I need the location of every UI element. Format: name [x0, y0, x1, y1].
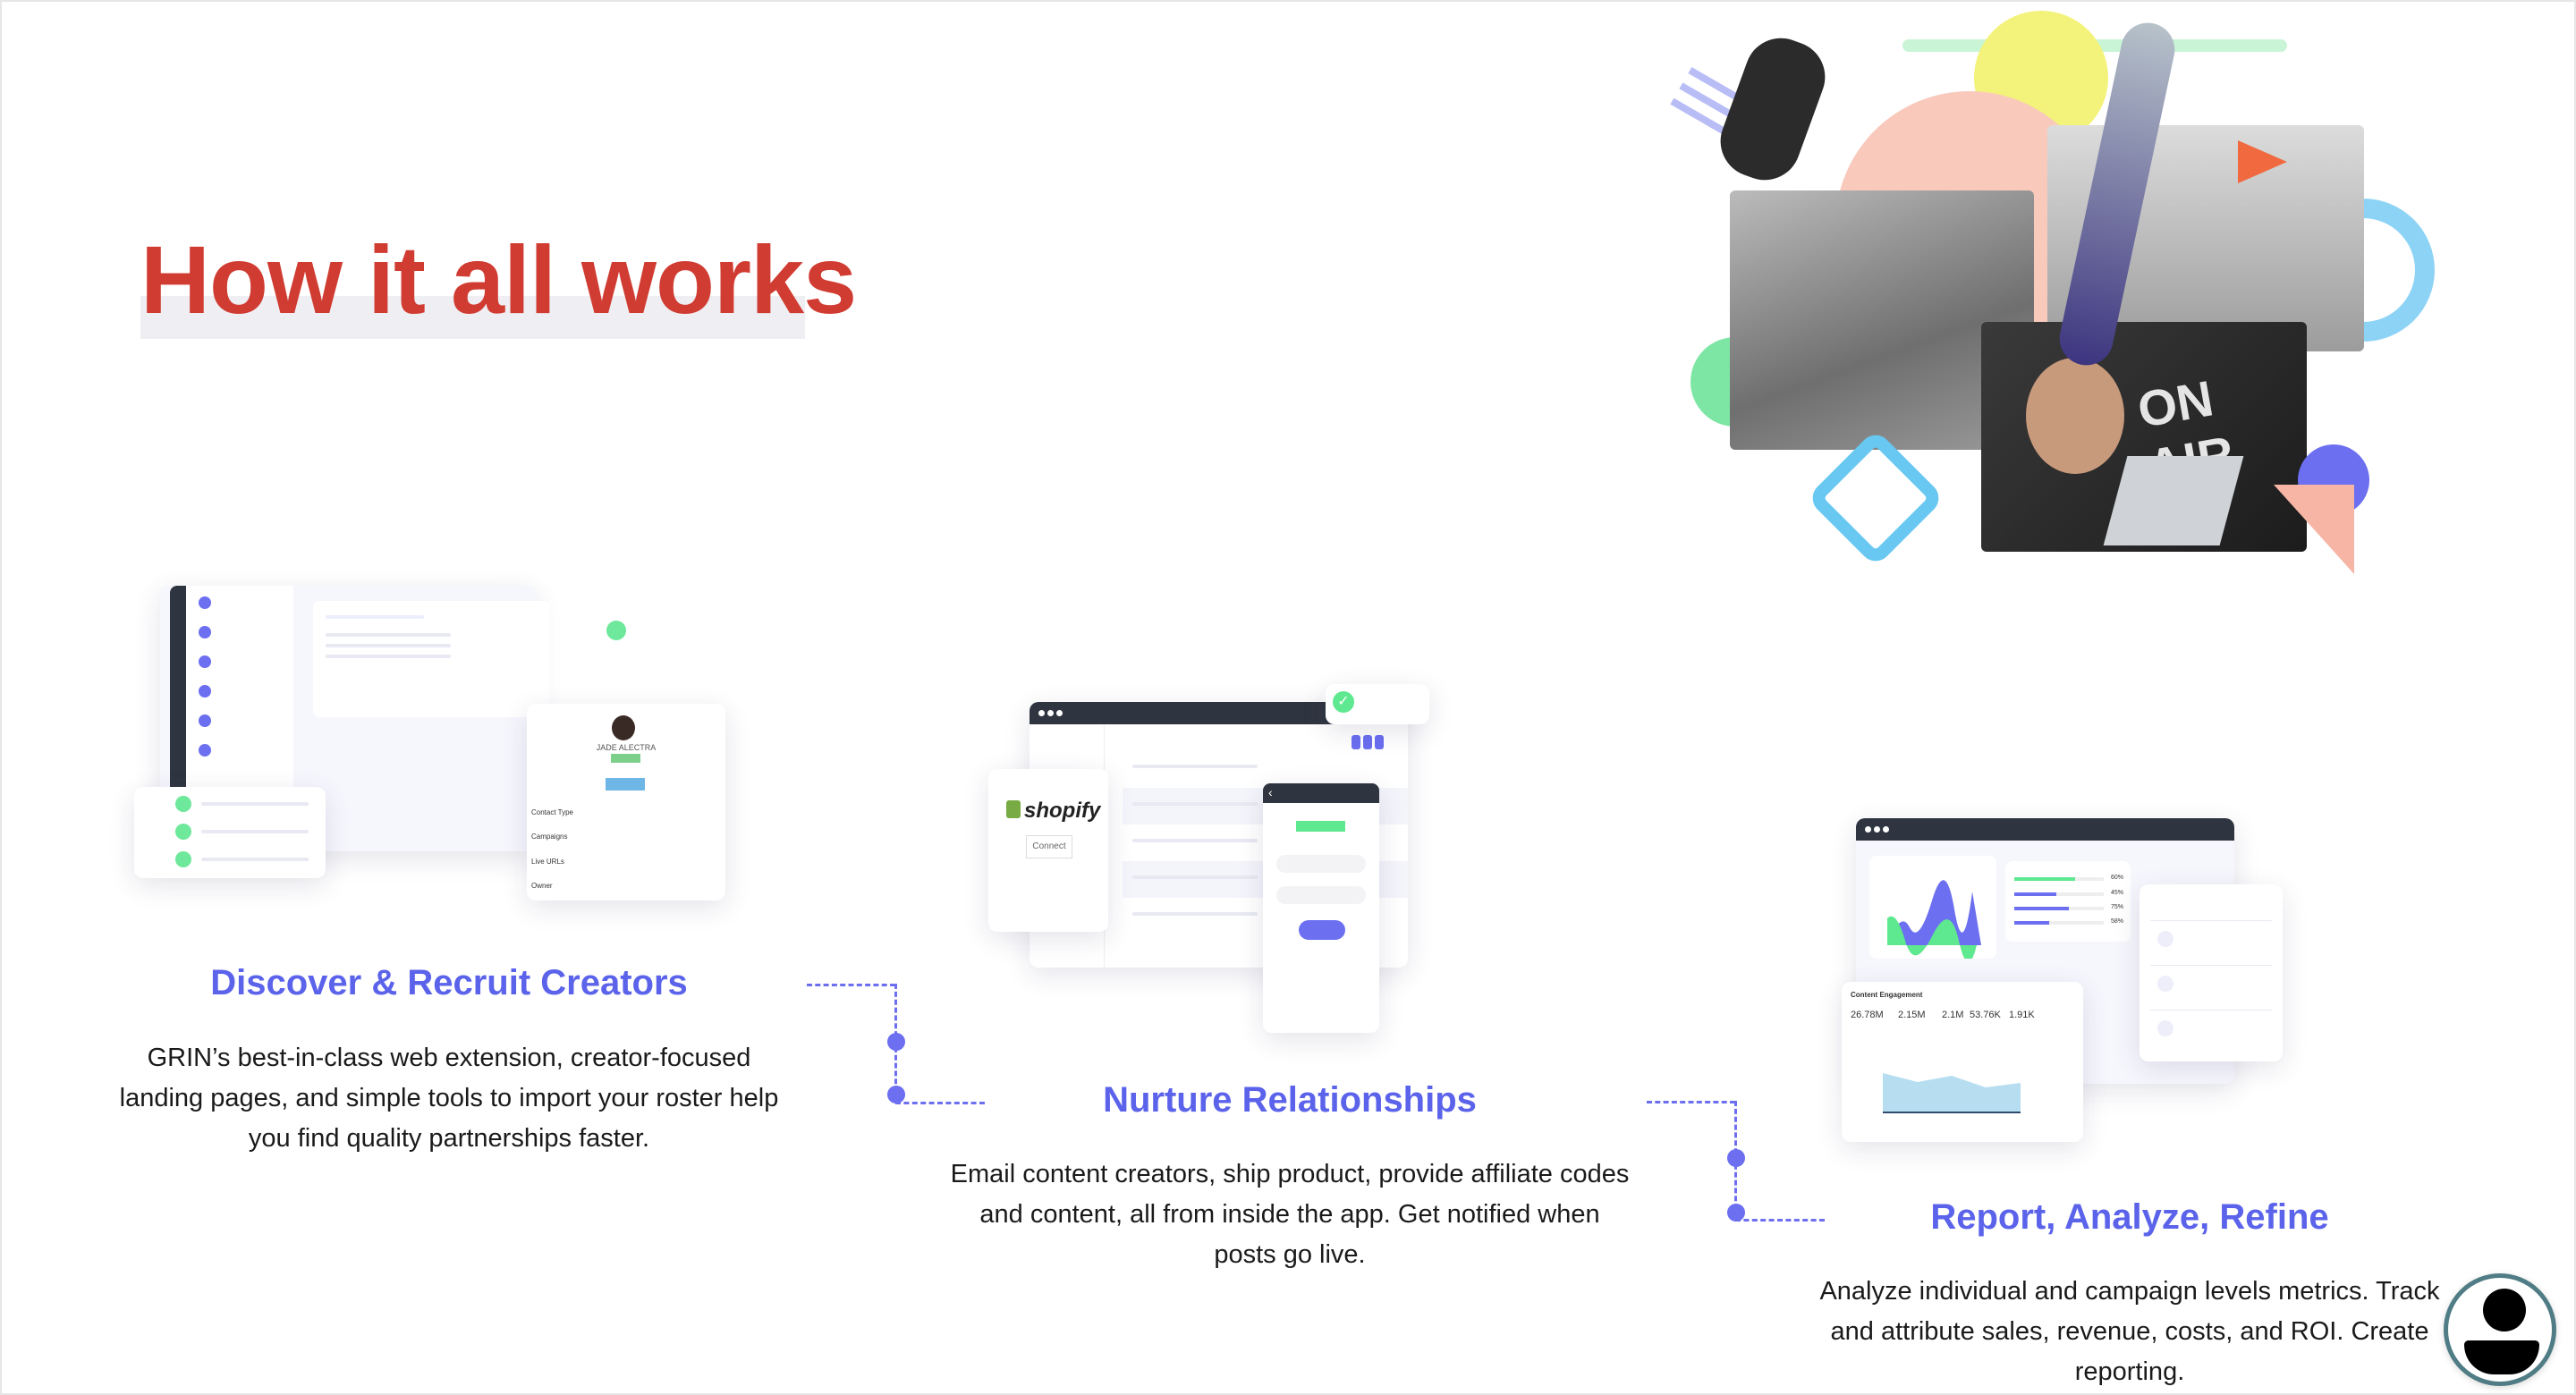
- percent-label: 75%: [2111, 904, 2124, 910]
- submit-button[interactable]: [1299, 920, 1345, 940]
- phone-card: ‹: [1263, 783, 1379, 1033]
- chat-face-smile-icon: [2464, 1340, 2539, 1374]
- profile-name: JADE ALECTRA: [596, 743, 657, 752]
- area-chart-mini: [1887, 880, 1981, 962]
- profile-avatar: [612, 715, 635, 740]
- metric-value: 2.15M: [1898, 1010, 1926, 1020]
- title-highlight: [140, 296, 805, 339]
- metric-value: 1.91K: [2009, 1010, 2035, 1020]
- back-icon[interactable]: ‹: [1268, 785, 1273, 799]
- content-engagement-card: Content Engagement 26.78M 2.15M 2.1M 53.…: [1842, 982, 2083, 1142]
- avatar-dots: [199, 596, 211, 609]
- chat-widget-button[interactable]: [2444, 1273, 2556, 1386]
- metric-value: 53.76K: [1970, 1010, 2001, 1020]
- creator-profile-card: JADE ALECTRA Contact Type Campaigns Live…: [527, 704, 725, 900]
- metric-value: 2.1M: [1942, 1010, 1964, 1020]
- shopify-card: shopify Connect: [988, 769, 1108, 932]
- percent-label: 45%: [2111, 890, 2124, 896]
- step-body-discover: GRIN’s best-in-class web extension, crea…: [119, 1044, 779, 1153]
- creator-table-card: [2140, 884, 2283, 1061]
- dark-sidebar: [170, 586, 186, 787]
- podcaster-figure: [2026, 358, 2124, 474]
- step-title-nurture: Nurture Relationships: [1103, 1080, 1477, 1120]
- connect-button[interactable]: Connect: [1026, 835, 1072, 858]
- card-title: Content Engagement: [1851, 991, 1923, 999]
- orange-play-shape: [2238, 140, 2287, 183]
- step-title-report: Report, Analyze, Refine: [1930, 1197, 2329, 1237]
- check-icon: ✓: [1333, 691, 1354, 713]
- step-body-nurture: Email content creators, ship product, pr…: [950, 1160, 1630, 1269]
- creator-dots: [175, 796, 191, 812]
- notification-card: ✓: [1326, 684, 1429, 724]
- peach-triangle-shape: [2274, 485, 2354, 574]
- metric-value: 26.78M: [1851, 1010, 1884, 1020]
- page-title: How it all works: [140, 225, 857, 334]
- shopify-logo: shopify: [1024, 799, 1101, 823]
- field-contact-type[interactable]: Contact Type: [531, 808, 573, 816]
- percent-label: 60%: [2111, 875, 2124, 881]
- percent-label: 58%: [2111, 918, 2124, 925]
- shopify-bag-icon: [1006, 800, 1021, 818]
- field-campaigns[interactable]: Campaigns: [531, 833, 568, 841]
- field-owner[interactable]: Owner: [531, 882, 553, 890]
- view-button[interactable]: [606, 778, 645, 790]
- step-body-report: Analyze individual and campaign levels m…: [1819, 1277, 2440, 1386]
- chat-face-eye-icon: [2483, 1289, 2526, 1332]
- field-live-urls[interactable]: Live URLs: [531, 858, 564, 866]
- on-air-photo: ON AIR: [1981, 322, 2307, 552]
- influencer-badge: [611, 754, 640, 763]
- engagement-area-chart: [1883, 1073, 2021, 1113]
- skater-figure: [1710, 28, 1835, 190]
- laptop-shape: [2103, 456, 2244, 545]
- step-title-discover: Discover & Recruit Creators: [210, 963, 688, 1002]
